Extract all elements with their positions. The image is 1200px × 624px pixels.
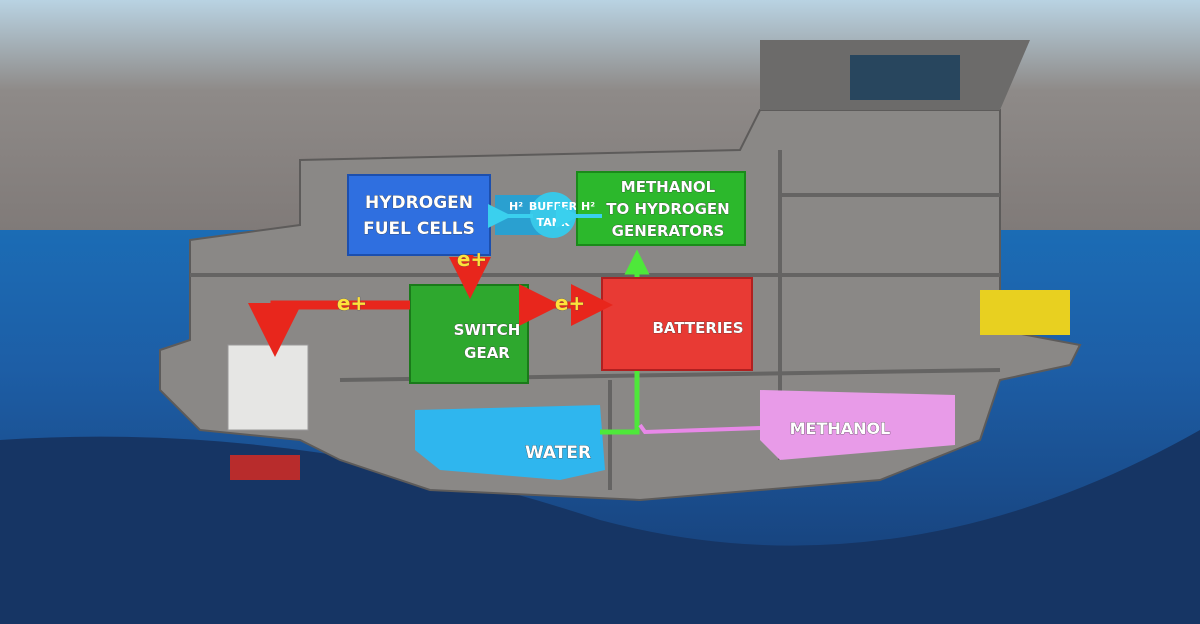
e-label-battery: e+	[555, 291, 585, 315]
electric-motor	[227, 344, 309, 431]
switch-gear: SWITCH GEAR	[409, 284, 529, 384]
batteries-label: BATTERIES	[652, 319, 743, 337]
switch-gear-label-line2: GEAR	[464, 344, 510, 362]
generators-label-line2: TO HYDROGEN	[606, 200, 730, 218]
buffer-tank: BUFFER TANK	[495, 192, 578, 238]
deck-machinery	[980, 290, 1070, 335]
methanol-feed-line	[638, 423, 761, 435]
generators-label-line3: GENERATORS	[612, 222, 725, 240]
e-label-motor: e+	[337, 291, 367, 315]
buffer-tank-label-line2: TANK	[537, 216, 570, 229]
electric-arrow-to-motor	[248, 300, 410, 357]
fuel-cells-label-line2: FUEL CELLS	[363, 219, 475, 239]
methanol-label: METHANOL	[790, 419, 891, 438]
h2-label-right: H²	[581, 200, 595, 213]
fuel-cells-label-line1: HYDROGEN	[365, 193, 473, 213]
water-tank: WATER	[415, 405, 605, 480]
h2-label-left: H²	[509, 200, 523, 213]
water-label: WATER	[525, 443, 591, 463]
e-label-fuelcell: e+	[457, 247, 487, 271]
generators-label-line1: METHANOL	[621, 178, 716, 196]
propeller-hub	[230, 455, 300, 480]
methanol-tank: METHANOL	[760, 390, 955, 460]
methanol-to-hydrogen-generators: METHANOL TO HYDROGEN GENERATORS	[576, 171, 746, 246]
wheelhouse-window	[850, 55, 960, 100]
switch-gear-label-line1: SWITCH	[454, 321, 521, 339]
hydrogen-fuel-cells: HYDROGEN FUEL CELLS	[347, 174, 491, 256]
batteries: BATTERIES	[601, 277, 753, 371]
buffer-tank-label-line1: BUFFER	[529, 200, 578, 213]
